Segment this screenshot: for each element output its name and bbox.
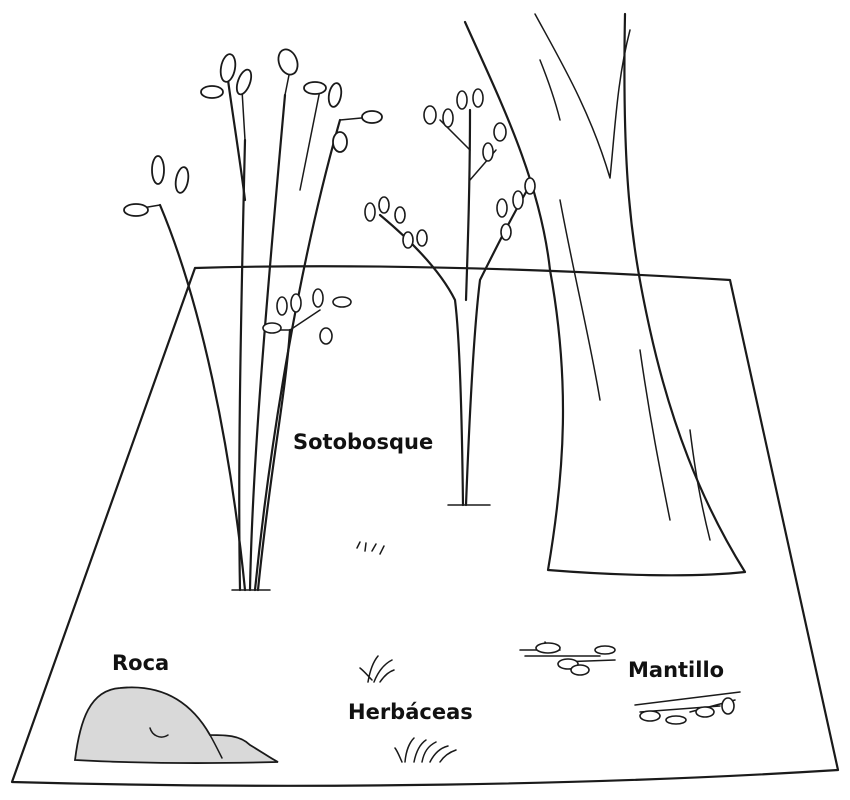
rock	[75, 687, 278, 763]
label-mantillo: Mantillo	[628, 658, 724, 682]
label-roca: Roca	[112, 651, 169, 675]
tree-trunk	[465, 14, 745, 575]
label-sotobosque: Sotobosque	[293, 430, 433, 454]
left-sapling	[124, 47, 382, 590]
label-herbaceas: Herbáceas	[348, 700, 473, 724]
leaf-litter	[520, 642, 740, 724]
grass-sprout	[357, 542, 384, 554]
